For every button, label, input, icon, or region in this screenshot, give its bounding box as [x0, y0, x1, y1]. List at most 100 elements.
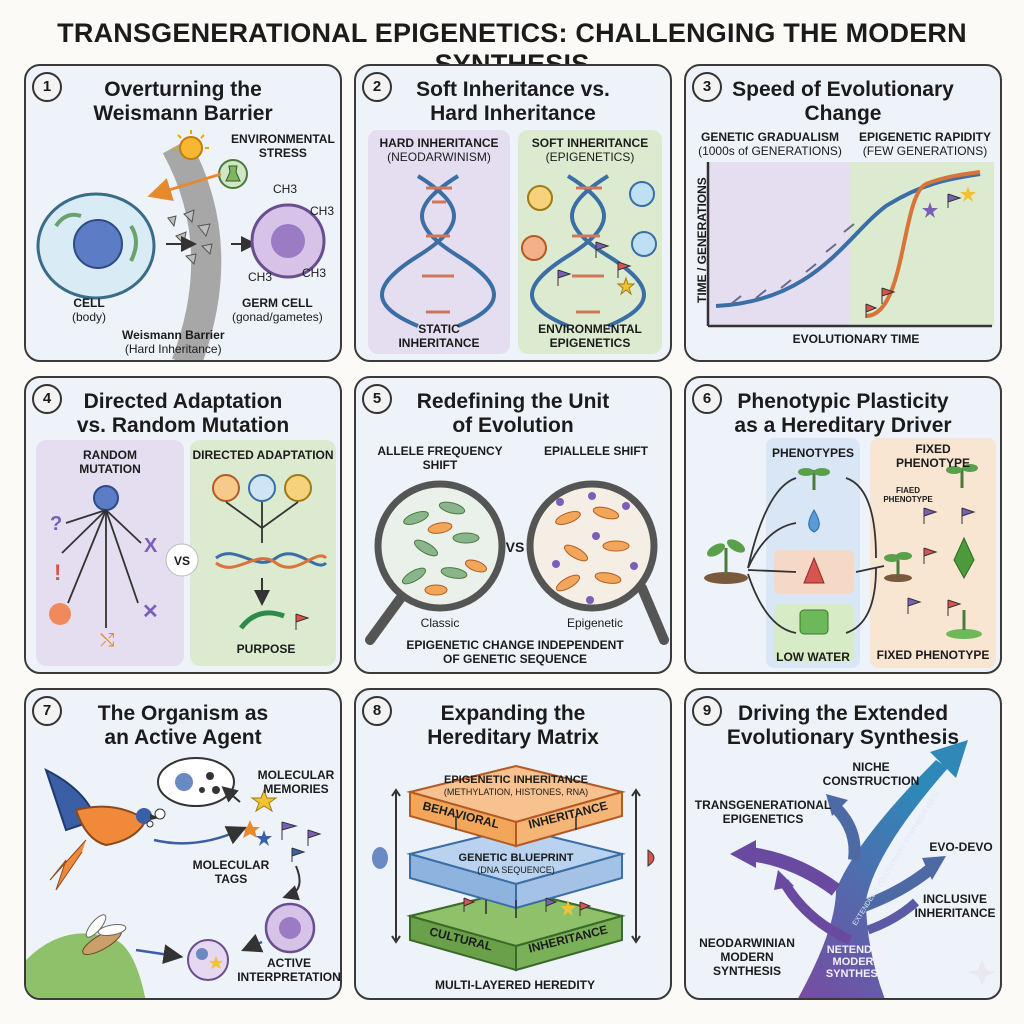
panel-number: 7 [32, 696, 62, 726]
branch-neodarwinian [779, 879, 853, 945]
synthesis-tree: EXTENDED EVOLUTIONARY SYNTHESIS (EES) [730, 740, 996, 998]
panel-number: 5 [362, 384, 392, 414]
x-axis-label: EVOLUTIONARY TIME [792, 332, 920, 346]
inheritance-illustration [368, 130, 662, 354]
branch-transgenerational [749, 847, 841, 896]
panel-number: 8 [362, 696, 392, 726]
fly-icon [82, 914, 127, 956]
temperature-icon [631, 231, 657, 257]
gradualism-label: GENETIC GRADUALISM(1000s of GENERATIONS) [698, 130, 842, 158]
germ-cell-icon [250, 203, 326, 279]
dna-helix-soft [530, 174, 646, 328]
plasticity-illustration [704, 438, 996, 668]
layers-illustration [372, 764, 655, 972]
dna-side-icon [647, 849, 655, 867]
panel-number: 2 [362, 72, 392, 102]
bird-icon [44, 768, 160, 891]
epigenetic-label: Epigenetic [566, 616, 624, 630]
barrier-label: Weismann Barrier(Hard Inheritance) [122, 328, 225, 356]
ees-trunk [798, 760, 948, 998]
layer-genetic [406, 826, 626, 910]
gradual-curve [715, 172, 981, 308]
fire-icon [212, 474, 240, 502]
rapidity-label: EPIGENETIC RAPIDITY(FEW GENERATIONS) [858, 130, 992, 158]
water-drop-icon [808, 509, 820, 533]
genetic-label: GENETIC BLUEPRINT(DNA SEQUENCE) [458, 852, 574, 875]
bush-icon [26, 933, 146, 998]
thermometer-icon [521, 235, 547, 261]
epiallele-label: EPIALLELE SHIFT [543, 444, 648, 458]
rapid-flags [865, 186, 976, 318]
memory-markers [240, 788, 322, 862]
snowflake-icon [248, 474, 276, 502]
gradualism-zone [708, 162, 850, 326]
svg-text:X: X [144, 535, 158, 557]
weismann-illustration [36, 130, 326, 360]
multi-layer-label: MULTI-LAYERED HEREDITY [434, 978, 595, 992]
sun-icon [173, 130, 209, 160]
magnifier-epigenetic-icon [526, 480, 669, 645]
layer-behavioral [406, 764, 626, 848]
vs-label: VS [505, 539, 525, 555]
drought-icon [799, 609, 829, 635]
dna-strand-icon [215, 552, 328, 569]
ch3-label-2: CH3 [310, 204, 335, 218]
panel-soft-vs-hard: 2 Soft Inheritance vs.Hard Inheritance H… [354, 64, 672, 362]
epigenetic-flags [557, 241, 636, 296]
layer-links [391, 788, 641, 944]
directed-label: DIRECTED ADAPTATION [192, 448, 334, 462]
brain-icon [372, 847, 388, 869]
svg-text:?: ? [50, 513, 62, 535]
flask-icon [218, 159, 248, 189]
branch-inclusive [866, 898, 920, 935]
ch3-label-1: CH3 [273, 182, 298, 196]
mutation-illustration: ? ! X ✕ ⤭ [36, 440, 336, 666]
layer-flags [463, 897, 592, 916]
leaf-icon [803, 556, 825, 584]
svg-text:✕: ✕ [142, 601, 159, 623]
purpose-arrow-icon [239, 610, 285, 630]
germ-cell-label: GERM CELL(gonad/gametes) [232, 296, 323, 324]
panel-number: 4 [32, 384, 62, 414]
barrier-debris [167, 209, 213, 266]
magnifier-illustration [365, 480, 669, 645]
body-cell-icon [36, 192, 156, 300]
soft-label: SOFT INHERITANCE(EPIGENETICS) [531, 136, 649, 164]
directed-box [190, 440, 336, 666]
food-icon [284, 474, 312, 502]
panel-number: 3 [692, 72, 722, 102]
ch3-label-3: CH3 [248, 270, 273, 284]
fixed-plants [884, 464, 982, 639]
ch3-label-4: CH3 [302, 266, 327, 280]
svg-text:!: ! [54, 560, 61, 585]
fixed-bottom-label: FIXED PHENOTYPE [876, 648, 990, 662]
stimulus-icons [212, 474, 312, 502]
vs-badge [165, 543, 199, 577]
seedling-icon [704, 539, 748, 584]
random-box [36, 440, 184, 666]
